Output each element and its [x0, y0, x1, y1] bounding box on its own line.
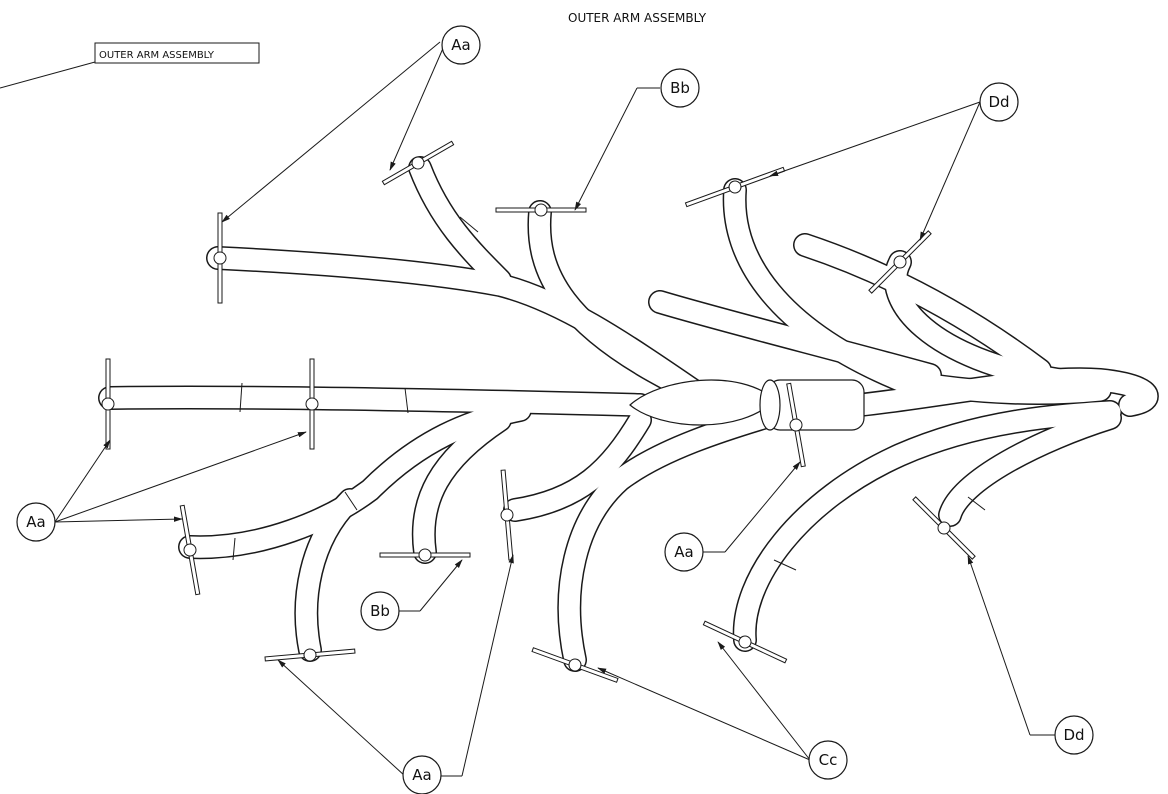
cap-top-left — [213, 212, 227, 304]
callout-label: Aa — [412, 766, 431, 784]
cap-cc-left — [531, 647, 619, 683]
cap-cc-right — [702, 620, 788, 664]
cap-aa-mid — [786, 382, 806, 468]
callout-label: Bb — [670, 79, 690, 97]
tube-bands — [232, 216, 986, 571]
callout-label: Bb — [370, 602, 390, 620]
cap-left-1 — [101, 358, 115, 450]
callout-dd-top: Dd — [979, 82, 1019, 122]
cap-left-2 — [305, 358, 319, 450]
cap-left-3 — [179, 504, 201, 596]
title-box: OUTER ARM ASSEMBLY — [0, 42, 260, 89]
callout-label: Dd — [1063, 726, 1084, 744]
cap-dd-right — [868, 230, 932, 294]
leader-lines — [54, 41, 1055, 777]
callout-label: Aa — [26, 513, 45, 531]
callout-bb-top: Bb — [660, 68, 700, 108]
cap-bb-top — [495, 203, 587, 217]
end-caps — [101, 140, 976, 683]
tube-network — [98, 156, 1159, 672]
callout-cc-bottom: Cc — [808, 740, 848, 780]
callout-aa-top: Aa — [441, 25, 481, 65]
cap-top-mid — [381, 140, 455, 186]
cap-dd-top — [684, 166, 786, 208]
callout-label: Aa — [451, 36, 470, 54]
callout-dd-bottom: Dd — [1054, 715, 1094, 755]
callout-aa-bottom: Aa — [402, 755, 442, 794]
callout-bb-bottom: Bb — [360, 591, 400, 631]
callout-aa-mid: Aa — [664, 532, 704, 572]
sleeve-coupler — [759, 379, 865, 431]
callout-aa-left: Aa — [16, 502, 56, 542]
callout-label: Aa — [674, 543, 693, 561]
cap-aa-bottom-left — [264, 648, 356, 662]
drawing-title: OUTER ARM ASSEMBLY — [568, 11, 707, 25]
title-box-text: OUTER ARM ASSEMBLY — [99, 50, 215, 61]
callout-label: Cc — [819, 751, 838, 769]
callout-label: Dd — [988, 93, 1009, 111]
cap-bb-bottom — [379, 548, 471, 562]
cap-dd-bottom — [912, 496, 976, 560]
